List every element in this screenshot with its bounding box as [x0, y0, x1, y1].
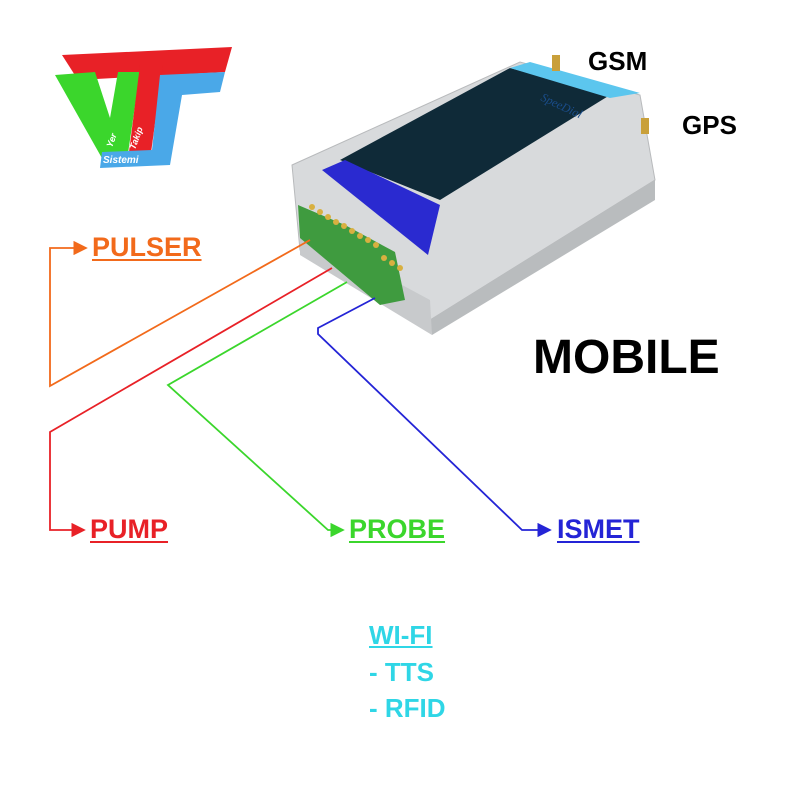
pulser-label: PULSER [92, 232, 202, 262]
probe-wire [166, 281, 348, 538]
svg-text:Yer: Yer [104, 131, 118, 148]
gsm-antenna-connector [552, 55, 560, 71]
feature-tts: - TTS [369, 657, 434, 687]
device: SpeeDial [291, 55, 656, 335]
ismet-wire [317, 297, 552, 538]
pulser-wire [49, 239, 311, 388]
svg-text:Sistemi: Sistemi [103, 155, 139, 166]
logo: Yer Takip Sistemi [55, 47, 232, 168]
feature-rfid: - RFID [369, 693, 446, 723]
wifi-heading: WI-FI [369, 620, 433, 650]
gsm-label: GSM [588, 46, 648, 76]
mobile-title: MOBILE [533, 331, 720, 384]
ismet-label: ISMET [557, 514, 640, 544]
pump-wire [49, 267, 333, 538]
pump-label: PUMP [90, 514, 169, 544]
gps-antenna-connector [641, 118, 649, 134]
gps-label: GPS [682, 110, 737, 140]
probe-label: PROBE [349, 514, 446, 544]
